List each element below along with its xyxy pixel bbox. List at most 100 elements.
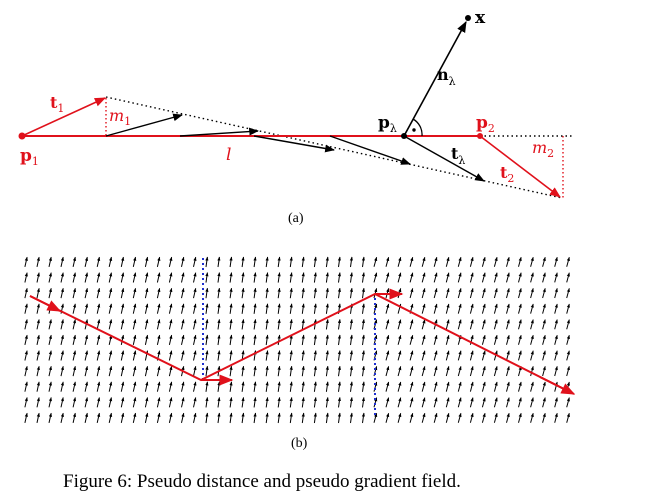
- field-arrow: [337, 272, 341, 283]
- field-arrow: [542, 412, 546, 423]
- field-arrow: [132, 303, 137, 314]
- field-arrow: [156, 412, 161, 424]
- field-arrow: [84, 412, 89, 424]
- field-arrow: [518, 319, 522, 330]
- field-arrow: [24, 319, 28, 330]
- field-arrow: [566, 256, 570, 267]
- field-arrow: [337, 319, 341, 330]
- field-arrow: [277, 319, 281, 330]
- field-arrow: [409, 350, 414, 361]
- field-arrow: [457, 256, 462, 267]
- field-arrow: [554, 397, 558, 408]
- field-arrow: [48, 397, 52, 408]
- field-arrow: [181, 272, 185, 283]
- field-arrow: [132, 350, 137, 361]
- field-arrow: [469, 366, 474, 377]
- field-arrow: [60, 365, 64, 377]
- field-arrow: [361, 397, 365, 408]
- field-arrow: [72, 272, 77, 283]
- field-arrow: [361, 287, 365, 299]
- field-arrow: [349, 397, 353, 408]
- field-arrow: [84, 256, 89, 268]
- field-arrow: [325, 381, 329, 392]
- field-arrow: [325, 412, 329, 424]
- field-arrow: [481, 350, 486, 361]
- field-arrow: [421, 334, 426, 345]
- field-arrow: [24, 397, 28, 408]
- field-arrow: [325, 272, 329, 283]
- field-arrow: [530, 256, 534, 267]
- field-arrow: [493, 272, 498, 283]
- field-arrow: [530, 397, 534, 408]
- field-arrow: [313, 412, 317, 424]
- field-arrow: [168, 319, 173, 330]
- field-arrow: [506, 256, 510, 267]
- field-arrow: [24, 365, 28, 377]
- field-arrow: [120, 287, 125, 299]
- field-arrow: [193, 303, 197, 314]
- field-arrow: [373, 272, 378, 283]
- field-arrow: [205, 381, 209, 392]
- field-arrow: [96, 350, 101, 361]
- field-arrow: [313, 397, 317, 408]
- field-arrow: [241, 272, 245, 283]
- field-arrow: [337, 381, 341, 392]
- field-arrow: [385, 256, 390, 267]
- field-arrow: [361, 412, 365, 424]
- field-arrow: [229, 381, 233, 392]
- field-arrow: [361, 256, 365, 268]
- field-arrow: [229, 287, 233, 299]
- field-arrow: [96, 272, 101, 283]
- field-arrow: [313, 350, 317, 361]
- field-arrow: [36, 303, 40, 314]
- field-arrow: [385, 350, 390, 361]
- field-arrow: [566, 397, 570, 408]
- field-arrow: [530, 272, 534, 283]
- field-arrow: [84, 350, 89, 361]
- field-arrow: [48, 287, 52, 299]
- field-arrow: [193, 381, 197, 392]
- field-arrow: [156, 303, 161, 314]
- p-lambda-point: [401, 133, 407, 139]
- field-arrow: [108, 381, 113, 392]
- field-arrow: [229, 365, 233, 377]
- red-end-arrow: [539, 376, 576, 395]
- field-arrow: [168, 303, 173, 314]
- field-arrow: [120, 319, 125, 330]
- field-arrow: [445, 334, 450, 345]
- field-arrow: [457, 303, 462, 314]
- field-arrow: [385, 366, 390, 377]
- red-start-arrow: [29, 295, 62, 312]
- field-arrow: [253, 412, 257, 424]
- field-arrow: [108, 256, 113, 268]
- field-arrow: [421, 256, 426, 267]
- field-arrow: [132, 334, 137, 346]
- field-arrow: [156, 397, 161, 408]
- field-arrow: [289, 303, 293, 314]
- field-arrow: [277, 350, 281, 361]
- field-arrow: [506, 272, 510, 283]
- field-arrow: [397, 397, 402, 408]
- field-arrow: [469, 350, 474, 361]
- field-arrow: [361, 365, 365, 377]
- field-arrow: [506, 350, 510, 361]
- field-arrow: [96, 303, 101, 314]
- field-arrow: [277, 303, 281, 314]
- field-arrow: [457, 288, 462, 299]
- t-lambda-label: tλ: [451, 144, 465, 167]
- field-arrow: [60, 381, 64, 392]
- field-arrow: [385, 381, 390, 392]
- field-arrow: [554, 334, 558, 345]
- field-arrow: [181, 256, 185, 268]
- field-arrow: [506, 381, 510, 392]
- field-arrow: [421, 303, 426, 314]
- field-arrow: [506, 334, 510, 345]
- field-arrow: [313, 272, 317, 283]
- field-arrow: [397, 256, 402, 267]
- field-arrow: [48, 365, 52, 377]
- field-arrow: [313, 303, 317, 314]
- field-arrow: [457, 412, 462, 423]
- field-arrow: [84, 365, 89, 377]
- field-arrow: [361, 350, 365, 361]
- field-arrow: [120, 365, 125, 377]
